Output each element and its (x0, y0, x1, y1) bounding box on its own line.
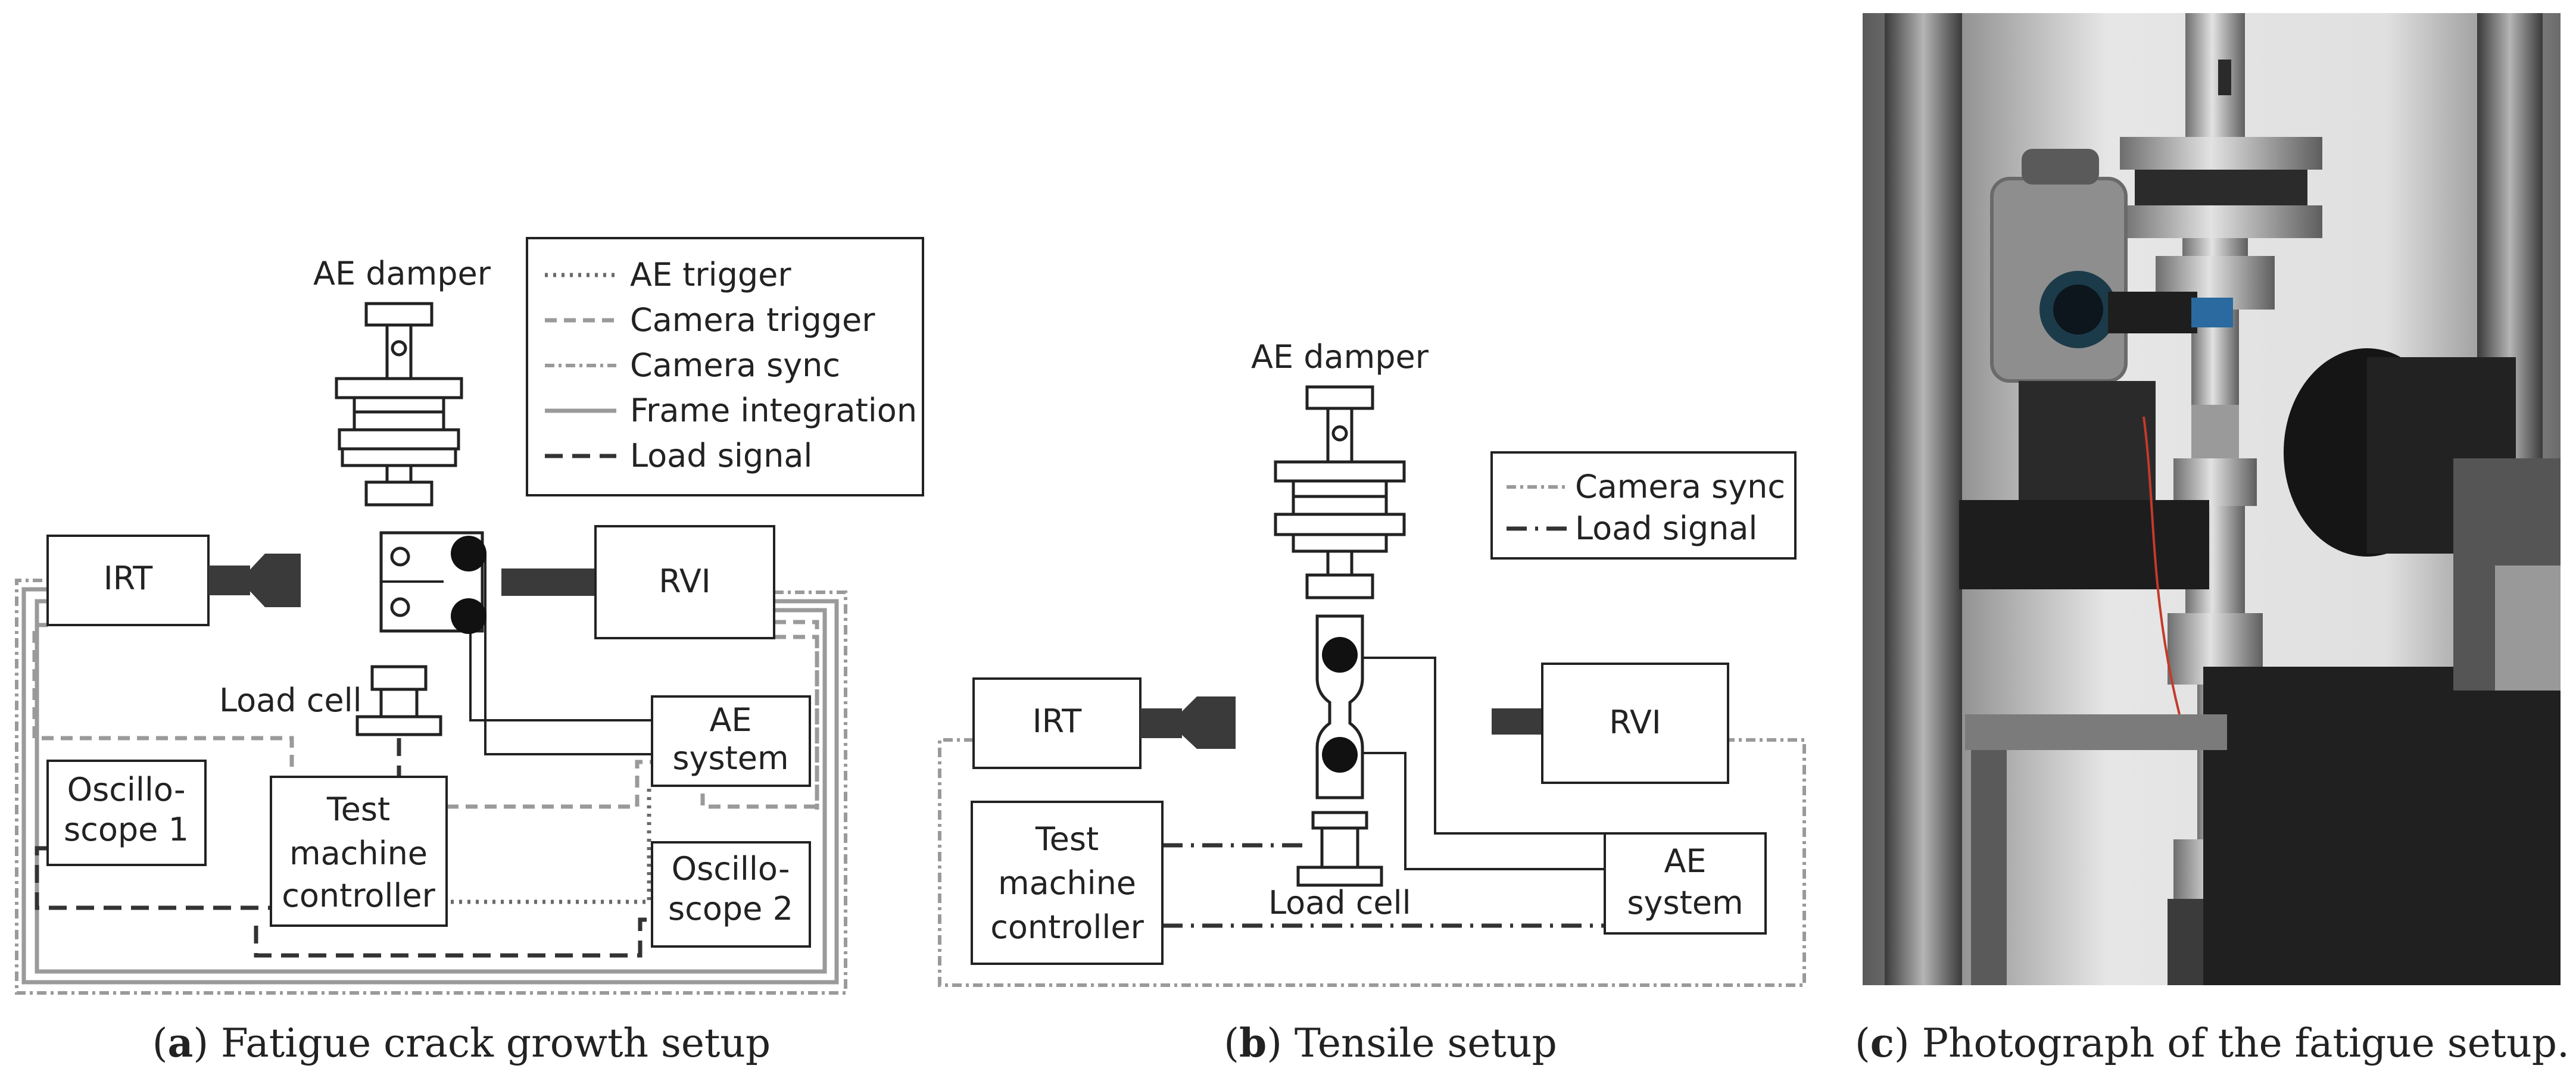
test-machine-controller-label: Test (326, 791, 390, 828)
irt-lens (1140, 696, 1236, 749)
panel-b-legend: Camera sync Load signal (1490, 451, 1797, 560)
ae-system-label: AE (709, 701, 751, 739)
svg-text:Camera trigger: Camera trigger (630, 301, 875, 339)
load-signal-line (35, 846, 271, 910)
irt-label: IRT (104, 560, 154, 597)
irt-box (972, 677, 1142, 769)
ae-system-label: AE (1664, 842, 1706, 880)
ae-system-box (651, 695, 811, 787)
oscilloscope-1-label: scope 1 (64, 811, 189, 848)
test-machine-controller-label: machine (998, 864, 1136, 902)
load-cell (1296, 811, 1383, 887)
oscilloscope-1-box (46, 760, 207, 866)
ae-sensor-wire (1340, 657, 1605, 835)
oscilloscope-1-label: Oscillo- (67, 771, 186, 808)
irt-lens (208, 554, 301, 607)
test-machine-controller-label: controller (990, 908, 1144, 946)
svg-text:AE trigger: AE trigger (630, 256, 791, 293)
optical-table-right (2203, 667, 2561, 985)
load-frame-column-left (1885, 13, 1962, 985)
camera-trigger-line (32, 623, 294, 774)
rvi-lens (501, 568, 595, 596)
dogbone-specimen (1315, 614, 1364, 799)
svg-text:Frame integration: Frame integration (630, 392, 917, 429)
ae-system-label: system (1627, 884, 1743, 921)
ae-system-label: system (672, 739, 788, 777)
panel-b-tensile: AE damper Load cell IRT (938, 338, 1806, 1066)
svg-text:Camera sync: Camera sync (630, 346, 840, 384)
caption-b: (b) Tensile setup (1224, 1020, 1557, 1066)
load-cell-label: Load cell (219, 682, 362, 719)
load-cell-label: Load cell (1268, 884, 1411, 921)
svg-text:Load signal: Load signal (1575, 510, 1757, 547)
caption-a: (a) Fatigue crack growth setup (152, 1020, 771, 1066)
test-machine-controller-label: Test (1035, 820, 1099, 858)
rvi-box (594, 525, 775, 639)
test-machine-controller-box (971, 801, 1164, 965)
test-machine-controller-label: machine (289, 835, 428, 872)
ae-sensor-top (451, 536, 486, 571)
load-cell (355, 665, 442, 736)
camera-trigger-line (774, 635, 819, 810)
panel-a-legend: AE trigger Camera trigger Camera sync Fr… (526, 237, 924, 496)
svg-text:Camera sync: Camera sync (1575, 468, 1785, 505)
irt-label: IRT (1033, 702, 1083, 740)
ae-sensor-top (1322, 637, 1358, 673)
frame-integration-line (21, 587, 839, 985)
rvi-label: RVI (659, 563, 710, 600)
panel-a-signal-lines (15, 554, 847, 995)
panel-c-photograph: (c) Photograph of the fatigue setup. (1855, 13, 2569, 1066)
test-machine-controller-box (270, 776, 448, 927)
oscilloscope-2-label: scope 2 (668, 890, 793, 927)
frame-integration-line (35, 599, 827, 974)
ae-damper (335, 302, 463, 507)
camera-sync-line (938, 738, 1806, 987)
test-machine-controller-label: controller (282, 877, 435, 914)
camera-trigger-line (700, 620, 819, 809)
ae-sensor-bottom (451, 598, 486, 634)
svg-text:Load signal: Load signal (630, 437, 812, 474)
oscilloscope-2-box (651, 841, 811, 948)
infrared-camera-lens (2284, 348, 2561, 691)
high-speed-camera (1990, 149, 2233, 383)
oscilloscope-2-label: Oscillo- (672, 850, 790, 888)
rvi-label: RVI (1609, 704, 1661, 741)
ae-damper (1274, 385, 1406, 599)
optical-table-left (1959, 500, 2209, 589)
ae-sensor-wire (1340, 752, 1605, 870)
ae-system-box (1604, 832, 1767, 935)
ae-damper-label: AE damper (313, 255, 491, 292)
rvi-lens (1492, 708, 1542, 735)
caption-c: (c) Photograph of the fatigue setup. (1855, 1020, 2569, 1066)
ae-sensor-bottom (1322, 737, 1358, 773)
panel-a-fatigue-crack-growth: AE damper Load cell (15, 237, 924, 1066)
ae-damper-label: AE damper (1251, 338, 1429, 376)
sensor-cable (2142, 416, 2181, 715)
load-signal-line (254, 917, 652, 958)
specimen-grip (379, 531, 486, 634)
rvi-box (1541, 663, 1729, 784)
